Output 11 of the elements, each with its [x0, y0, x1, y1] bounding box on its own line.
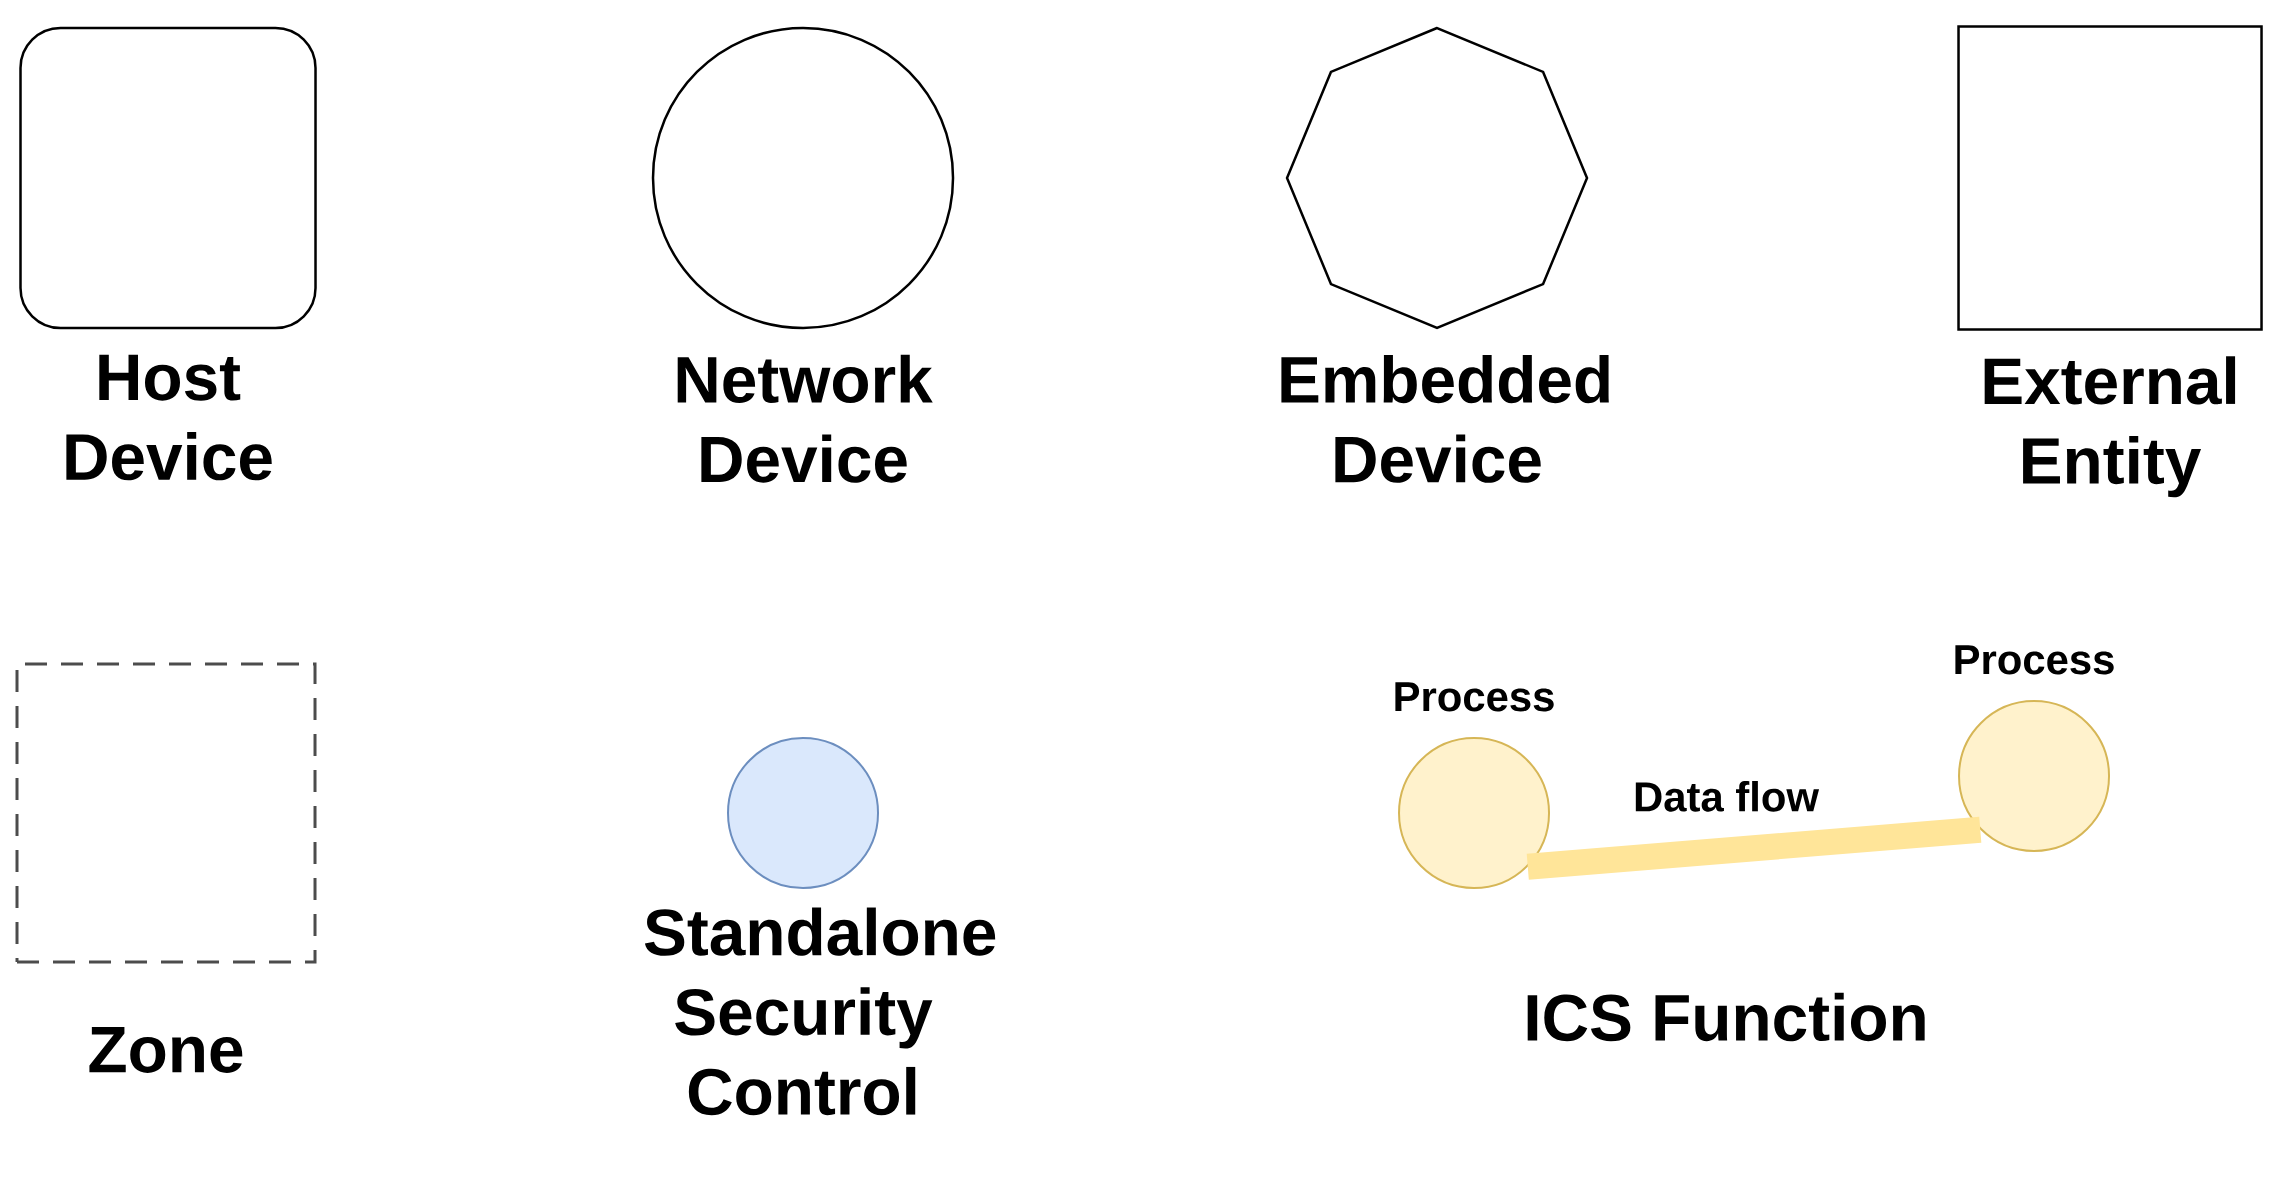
node-label: Host Device [66, 354, 272, 481]
node-label: Process [1395, 682, 1554, 712]
edge-label: Data flow [1635, 780, 1820, 812]
node-label: Process [1955, 645, 2114, 675]
rounded-box: Host Device [19, 26, 317, 481]
data-flow-bar [1526, 816, 1982, 880]
group-label: ICS Function [1527, 992, 1925, 1042]
dashed-box: Zone [15, 662, 317, 1073]
square-box: External Entity [1957, 25, 2263, 498]
node-label: Zone [89, 1027, 243, 1073]
node-label: External Entity [1984, 356, 2236, 498]
